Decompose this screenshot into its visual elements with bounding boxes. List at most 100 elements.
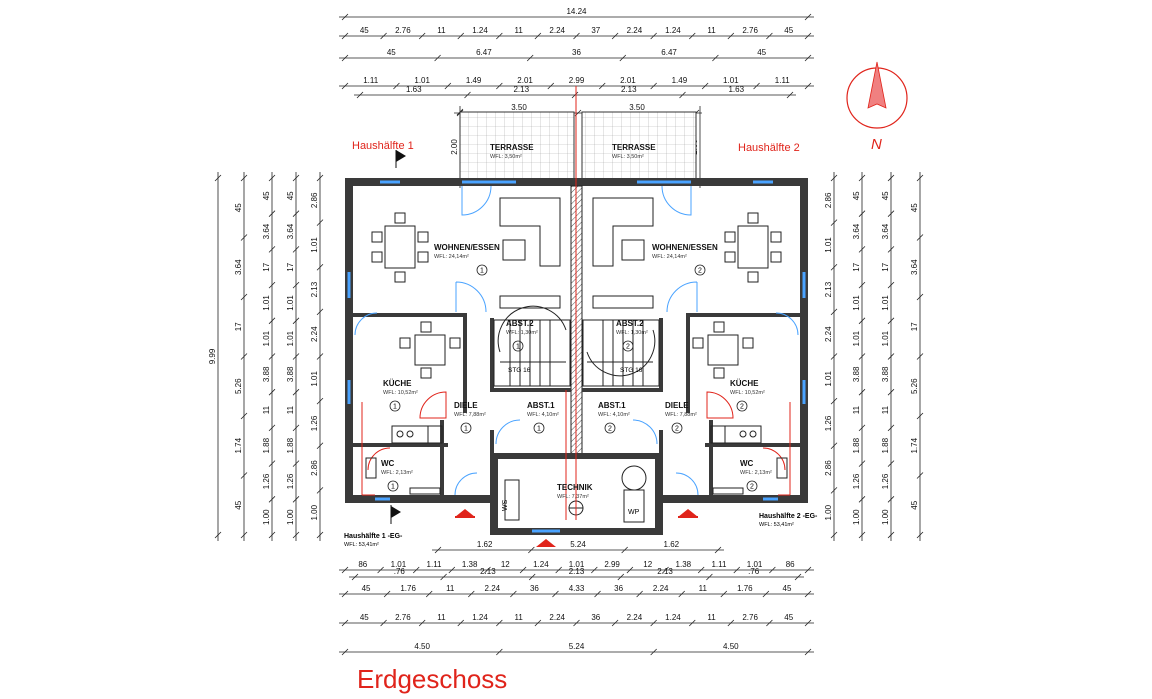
room-area: WFL: 24,14m² xyxy=(434,254,469,260)
right-dim-c4-label: 1.01 xyxy=(824,370,833,386)
right-dim-c3b-label: 1.26 xyxy=(881,473,890,489)
left-dim-c3b-label: 1.26 xyxy=(286,473,295,489)
right-dim-c3b-label: 3.64 xyxy=(881,223,890,239)
room-name: ABST.1 xyxy=(527,401,555,410)
left-dim-c3-label: 1.26 xyxy=(262,473,271,489)
room-number: 2 xyxy=(740,404,744,411)
house-flags xyxy=(390,150,406,524)
terrace-depth-left-label: 2.00 xyxy=(450,139,459,155)
room-name: WC xyxy=(381,459,395,468)
top-dim-r3-label: 45 xyxy=(757,48,766,57)
bottom-dim-b2-label: 2.24 xyxy=(485,584,501,593)
right-dim-c4-label: 2.24 xyxy=(824,326,833,342)
left-dim-c3b-label: 45 xyxy=(286,191,295,200)
compass-label: N xyxy=(871,136,882,153)
left-dim-c2-label: 3.64 xyxy=(234,259,243,275)
right-dim-c3b-label: 1.01 xyxy=(881,330,890,346)
bottom-dim-b1-label: 1.38 xyxy=(676,560,692,569)
room-name: TERRASSE xyxy=(612,143,656,152)
right-dim-c4-label: 2.86 xyxy=(824,192,833,208)
top-dim-r2-label: 2.76 xyxy=(742,26,758,35)
room-area: WFL: 4,10m² xyxy=(527,412,559,418)
left-dim-c2-label: 17 xyxy=(234,322,243,331)
room-area: WFL: 10,52m² xyxy=(730,390,765,396)
left-dim-c3b-label: 1.01 xyxy=(286,295,295,311)
left-dim-c3-label: 1.00 xyxy=(262,509,271,525)
bottom-dim-b1-label: 1.01 xyxy=(569,560,585,569)
room-area: WFL: 7,37m² xyxy=(557,494,589,500)
room-name: DIELE xyxy=(454,401,478,410)
room-name: TECHNIK xyxy=(557,483,593,492)
right-dim-c4-label: 1.26 xyxy=(824,415,833,431)
room-number: 1 xyxy=(480,268,484,275)
windows xyxy=(347,180,806,533)
bottom-dim-b3-label: 11 xyxy=(707,613,716,622)
footer-right-title: Haushälfte 2 -EG- xyxy=(759,513,818,520)
right-dim-c3-label: 1.00 xyxy=(852,509,861,525)
house-label-2: Haushälfte 2 xyxy=(738,142,800,154)
top-dim-r2-label: 11 xyxy=(707,26,716,35)
top-dim-r2-label: 2.24 xyxy=(627,26,643,35)
room-number-circle xyxy=(604,422,616,434)
bottom-dim-b1-label: 86 xyxy=(786,560,795,569)
left-dim-c3-label: 3.64 xyxy=(262,223,271,239)
room-area: WFL: 24,14m² xyxy=(652,254,687,260)
bottom-dim-b1b-label: 2.13 xyxy=(480,567,496,576)
right-dim-c3b-label: 1.01 xyxy=(881,295,890,311)
footer-left-area: WFL: 53,41m² xyxy=(344,542,379,548)
bottom-dim-b3-label: 2.24 xyxy=(549,613,565,622)
bottom-dim-b3-label: 45 xyxy=(784,613,793,622)
bottom-dim-b1-label: 1.01 xyxy=(391,560,407,569)
left-dim-c3-label: 45 xyxy=(262,191,271,200)
right-dim-c3-label: 3.88 xyxy=(852,366,861,382)
bottom-dim-b2-label: 11 xyxy=(699,584,708,593)
room-number-circle xyxy=(389,400,401,412)
bottom-dim-b1b-label: 2.13 xyxy=(657,567,673,576)
bottom-dim-b1b-label: .76 xyxy=(748,567,760,576)
right-dim-c3-label: 45 xyxy=(852,191,861,200)
room-number-circle xyxy=(622,340,634,352)
left-dim-c4-label: 1.26 xyxy=(310,415,319,431)
room-number: 1 xyxy=(391,484,395,491)
left-dim-c3-label: 3.88 xyxy=(262,366,271,382)
left-dim-c3-label: 1.88 xyxy=(262,437,271,453)
room-name: KÜCHE xyxy=(730,379,759,388)
room-name: WC xyxy=(740,459,754,468)
left-dim-c3-label: 17 xyxy=(262,262,271,271)
room-area: WFL: 7,88m² xyxy=(665,412,697,418)
bottom-dim-b0-label: 1.62 xyxy=(477,540,493,549)
right-dim-c3b-label: 3.88 xyxy=(881,366,890,382)
bottom-dim-b3-label: 2.24 xyxy=(627,613,643,622)
bottom-dim-b2-label: 36 xyxy=(614,584,623,593)
room-number: 2 xyxy=(698,268,702,275)
bottom-dim-b1b-label: .76 xyxy=(394,567,406,576)
top-dim-r4-label: 1.11 xyxy=(363,76,379,85)
left-dim-c2-label: 1.74 xyxy=(234,437,243,453)
right-dim-c3b-label: 1.00 xyxy=(881,509,890,525)
right-dim-c3b-label: 11 xyxy=(881,405,890,414)
room-area: WFL: 1,30m² xyxy=(616,330,648,336)
room-name: WOHNEN/ESSEN xyxy=(652,243,718,252)
bottom-dim-b3-label: 2.76 xyxy=(742,613,758,622)
left-dim-c2-label: 5.26 xyxy=(234,378,243,394)
terrace-dim-label: 3.50 xyxy=(629,103,645,112)
right-dim-c3-label: 1.88 xyxy=(852,437,861,453)
bottom-dim-b1-label: 1.01 xyxy=(747,560,763,569)
left-dim-c3b-label: 1.88 xyxy=(286,437,295,453)
right-dim-c3-label: 1.01 xyxy=(852,330,861,346)
right-dim-c2-label: 45 xyxy=(910,203,919,212)
bottom-dim-b3-label: 1.24 xyxy=(665,613,681,622)
bottom-dim-b4-label: 4.50 xyxy=(414,642,430,651)
room-name: ABST.2 xyxy=(506,319,534,328)
left-dim-c4-label: 2.86 xyxy=(310,192,319,208)
room-number-circle xyxy=(476,264,488,276)
left-dim-c3-label: 11 xyxy=(262,405,271,414)
left-dim-c3b-label: 3.64 xyxy=(286,223,295,239)
